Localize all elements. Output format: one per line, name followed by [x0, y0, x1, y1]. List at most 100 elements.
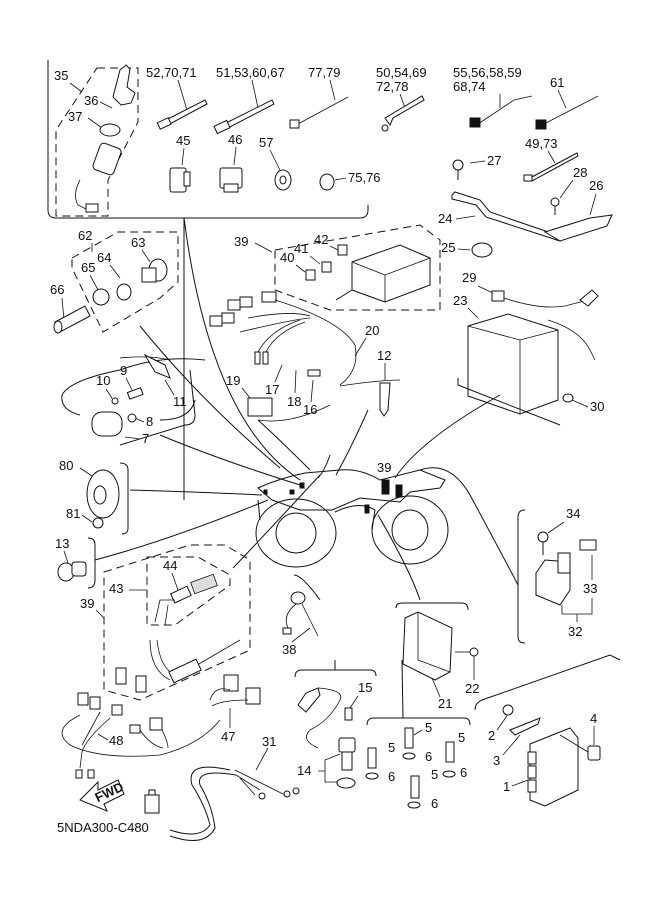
callout-46: 46 — [228, 132, 242, 147]
callout-6b: 6 — [388, 769, 395, 784]
callout-12: 12 — [377, 348, 391, 363]
callout-38: 38 — [282, 642, 296, 657]
callout-18: 18 — [287, 394, 301, 409]
callout-50-54-69: 50,54,69 — [376, 65, 427, 80]
callout-52-70-71: 52,70,71 — [146, 65, 197, 80]
callout-20: 20 — [365, 323, 379, 338]
callout-28: 28 — [573, 165, 587, 180]
callout-44: 44 — [163, 558, 177, 573]
starter-relay — [91, 411, 123, 437]
callout-57: 57 — [259, 135, 273, 150]
callout-39b: 39 — [80, 596, 94, 611]
fuse-box — [351, 244, 431, 303]
callout-72-78: 72,78 — [376, 79, 409, 94]
callout-1: 1 — [503, 779, 510, 794]
fwd-arrow: FWD — [79, 779, 126, 812]
connectors-row: 45 46 57 75,76 — [169, 132, 381, 193]
callout-24: 24 — [438, 211, 452, 226]
sensors-5-6-group: 5 6 5 6 5 6 5 6 — [365, 659, 471, 811]
callout-29: 29 — [462, 270, 476, 285]
callout-66: 66 — [50, 282, 64, 297]
fuse-marker — [381, 479, 390, 495]
fuse-marker — [395, 484, 403, 498]
callout-40: 40 — [280, 250, 294, 265]
switch-body — [92, 142, 122, 176]
callout-5d: 5 — [431, 767, 438, 782]
sensor — [338, 737, 356, 753]
callout-2: 2 — [488, 728, 495, 743]
callout-11: 11 — [173, 394, 187, 409]
callout-68-74: 68,74 — [453, 79, 486, 94]
relay — [247, 397, 273, 417]
callout-31: 31 — [262, 734, 276, 749]
callout-43: 43 — [109, 581, 123, 596]
diagram-code: 5NDA300-C480 — [57, 820, 149, 835]
callout-8: 8 — [146, 414, 153, 429]
callout-62: 62 — [78, 228, 92, 243]
rectifier-group: 22 21 — [377, 514, 479, 711]
callout-41: 41 — [294, 241, 308, 256]
callout-5c: 5 — [458, 730, 465, 745]
battery-group: 29 23 30 — [394, 270, 604, 479]
callout-9: 9 — [120, 363, 127, 378]
callout-45: 45 — [176, 133, 190, 148]
callout-26: 26 — [589, 178, 603, 193]
callout-15: 15 — [358, 680, 372, 695]
callout-5a: 5 — [425, 720, 432, 735]
sensor-group: 15 14 — [294, 660, 377, 789]
dc-socket-assembly: 62 63 64 65 66 — [50, 228, 281, 469]
callout-6a: 6 — [425, 749, 432, 764]
callout-35: 35 — [54, 68, 68, 83]
ecu-group: 2 3 4 1 — [474, 654, 621, 807]
fuse-box-group: 39 40 41 42 — [234, 224, 441, 311]
starter-relay-32-group: 34 33 32 — [419, 467, 597, 644]
callout-80: 80 — [59, 458, 73, 473]
relay-harness-group: 20 12 19 17 18 16 — [209, 291, 401, 476]
main-switch-assembly: 35 36 37 — [54, 64, 139, 217]
callout-27: 27 — [487, 153, 501, 168]
sub-harness-group: 48 47 — [61, 674, 261, 779]
callout-22: 22 — [465, 681, 479, 696]
callout-5b: 5 — [388, 740, 395, 755]
callout-32: 32 — [568, 624, 582, 639]
callout-61: 61 — [550, 75, 564, 90]
callout-49-73: 49,73 — [525, 136, 558, 151]
callout-77-79: 77,79 — [308, 65, 341, 80]
callout-75-76: 75,76 — [348, 170, 381, 185]
callout-39c: 39 — [377, 460, 391, 475]
callout-14: 14 — [297, 763, 311, 778]
callout-17: 17 — [265, 382, 279, 397]
cable-ties: 52,70,71 51,53,60,67 77,79 50,54,69 72,7… — [146, 65, 599, 182]
callout-30: 30 — [590, 399, 604, 414]
horn-group: 80 81 — [59, 458, 263, 535]
cable-31-group: 31 — [144, 734, 300, 841]
callout-39a: 39 — [234, 234, 248, 249]
callout-64: 64 — [97, 250, 111, 265]
callout-19: 19 — [226, 373, 240, 388]
starter-relay-group: 10 9 11 8 7 — [61, 353, 301, 486]
spark-plug — [379, 382, 391, 417]
callout-34: 34 — [566, 506, 580, 521]
main-harness-group: 39 43 44 — [80, 474, 321, 701]
callout-47: 47 — [221, 729, 235, 744]
battery — [467, 313, 559, 415]
callout-36: 36 — [84, 93, 98, 108]
callout-81: 81 — [66, 506, 80, 521]
callout-48: 48 — [109, 733, 123, 748]
top-group-bracket — [47, 60, 369, 219]
callout-3: 3 — [493, 753, 500, 768]
callout-65: 65 — [81, 260, 95, 275]
callout-7: 7 — [142, 431, 149, 446]
switch-13-group: 13 — [55, 499, 269, 589]
ecu — [529, 727, 579, 807]
callout-21: 21 — [438, 696, 452, 711]
callout-42: 42 — [314, 232, 328, 247]
callout-4: 4 — [590, 711, 597, 726]
callout-51-53-60-67: 51,53,60,67 — [216, 65, 285, 80]
callout-10: 10 — [96, 373, 110, 388]
callout-6c: 6 — [460, 765, 467, 780]
leader-line — [183, 217, 301, 481]
callout-6d: 6 — [431, 796, 438, 811]
callout-33: 33 — [583, 581, 597, 596]
